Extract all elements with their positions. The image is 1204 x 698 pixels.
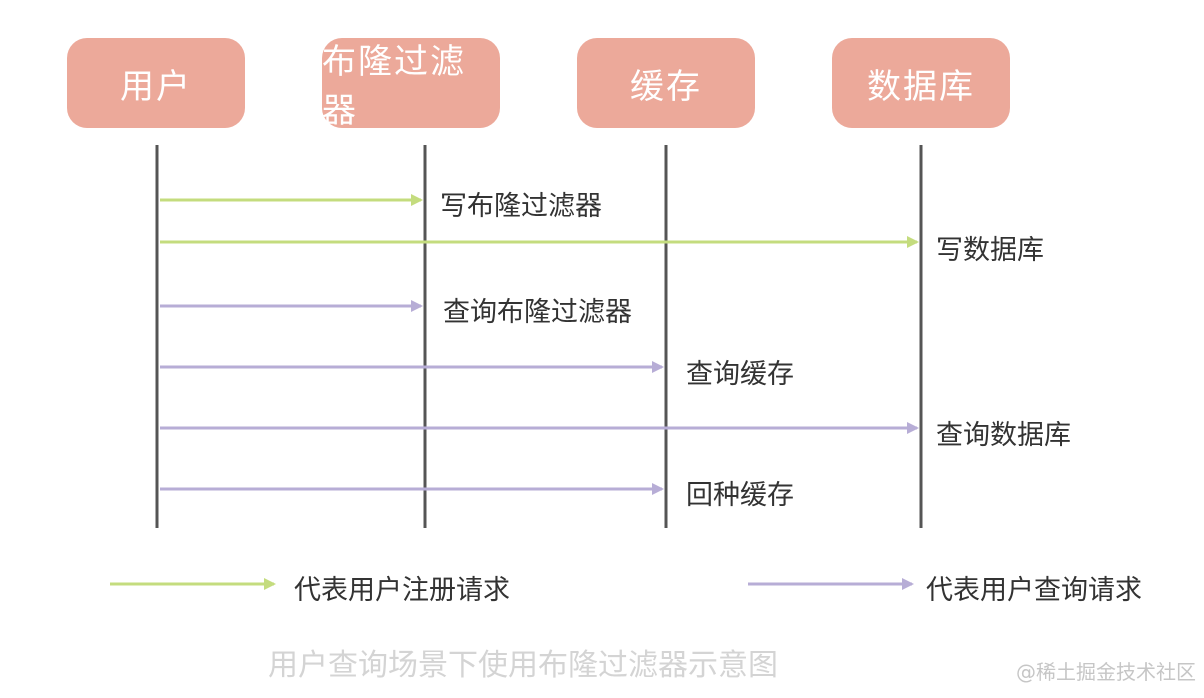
watermark: @稀土掘金技术社区 <box>1016 660 1196 684</box>
actor-cache: 缓存 <box>577 38 755 128</box>
legend-register-label: 代表用户注册请求 <box>294 575 510 606</box>
diagram-caption: 用户查询场景下使用布隆过滤器示意图 <box>268 648 778 683</box>
actor-database-label: 数据库 <box>867 66 975 107</box>
message-label-write-bloom-filter: 写布隆过滤器 <box>440 191 602 222</box>
actor-user-label: 用户 <box>120 66 192 107</box>
message-label-refill-cache: 回种缓存 <box>686 480 794 511</box>
message-label-query-database: 查询数据库 <box>936 420 1071 451</box>
actor-user: 用户 <box>67 38 245 128</box>
message-label-query-bloom-filter: 查询布隆过滤器 <box>443 297 632 328</box>
message-label-query-cache: 查询缓存 <box>686 359 794 390</box>
actor-bloom-filter-label: 布隆过滤器 <box>322 42 466 131</box>
legend-query-label: 代表用户查询请求 <box>926 575 1142 606</box>
actor-cache-label: 缓存 <box>630 66 702 107</box>
actor-bloom-filter: 布隆过滤器 <box>322 38 500 131</box>
actor-database: 数据库 <box>832 38 1010 128</box>
message-label-write-database: 写数据库 <box>936 235 1044 266</box>
